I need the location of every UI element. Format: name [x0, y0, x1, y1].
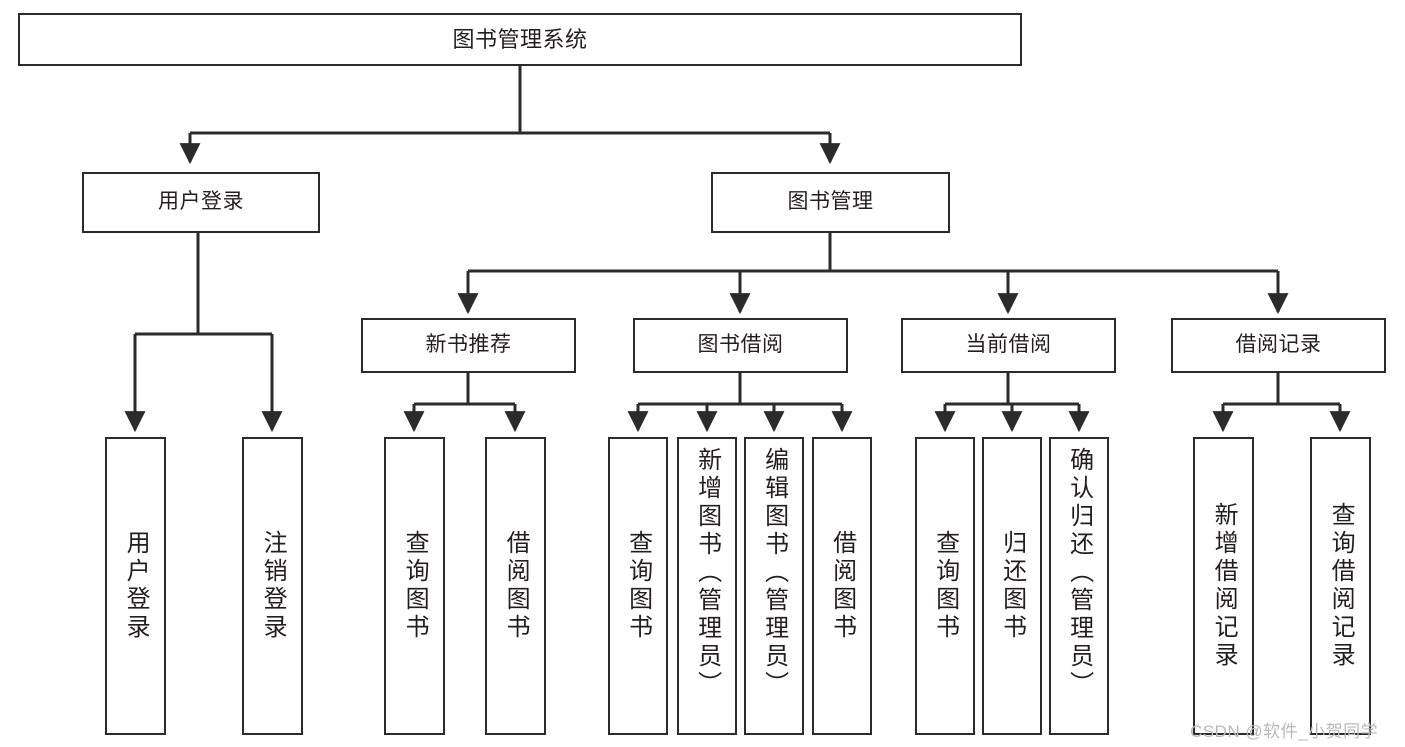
leaf-user-login[interactable]: 用户登录 — [105, 437, 166, 735]
node-label: 查询借阅记录 — [1327, 502, 1355, 670]
node-label: 用户登录 — [122, 530, 150, 642]
leaf-query-book-recommend[interactable]: 查询图书 — [384, 437, 445, 735]
node-label: 新增图书（管理员） — [693, 447, 721, 699]
leaf-query-borrow-record[interactable]: 查询借阅记录 — [1310, 437, 1371, 735]
node-label: 查询图书 — [931, 530, 959, 642]
node-borrow-record[interactable]: 借阅记录 — [1171, 318, 1386, 373]
node-label: 图书管理 — [787, 190, 874, 214]
leaf-return-book[interactable]: 归还图书 — [982, 437, 1042, 735]
node-book-management[interactable]: 图书管理 — [711, 172, 950, 233]
node-label: 归还图书 — [998, 530, 1026, 642]
leaf-add-book-admin[interactable]: 新增图书（管理员） — [677, 437, 737, 735]
node-label: 用户登录 — [158, 190, 244, 214]
node-label: 借阅记录 — [1235, 333, 1322, 357]
node-label: 注销登录 — [259, 530, 287, 642]
node-label: 编辑图书（管理员） — [760, 447, 788, 699]
node-book-borrow[interactable]: 图书借阅 — [633, 318, 848, 373]
leaf-query-book-current[interactable]: 查询图书 — [915, 437, 975, 735]
node-label: 借阅图书 — [828, 530, 856, 642]
node-label: 新增借阅记录 — [1210, 502, 1238, 670]
csdn-watermark: CSDN @软件_小贺同学 — [1190, 722, 1379, 741]
leaf-confirm-return-admin[interactable]: 确认归还（管理员） — [1049, 437, 1109, 735]
node-label: 当前借阅 — [965, 333, 1052, 357]
node-label: 查询图书 — [401, 530, 429, 642]
node-new-book-recommend[interactable]: 新书推荐 — [361, 318, 576, 373]
node-current-borrow[interactable]: 当前借阅 — [901, 318, 1116, 373]
leaf-query-book-borrow[interactable]: 查询图书 — [608, 437, 668, 735]
node-root-system[interactable]: 图书管理系统 — [18, 13, 1022, 66]
node-label: 图书管理系统 — [452, 26, 588, 52]
node-label: 查询图书 — [624, 530, 652, 642]
node-label: 确认归还（管理员） — [1065, 447, 1093, 699]
node-label: 图书借阅 — [697, 333, 784, 357]
node-label: 新书推荐 — [425, 333, 512, 357]
leaf-add-borrow-record[interactable]: 新增借阅记录 — [1193, 437, 1254, 735]
leaf-borrow-book-recommend[interactable]: 借阅图书 — [485, 437, 546, 735]
leaf-logout-login[interactable]: 注销登录 — [242, 437, 303, 735]
node-user-login[interactable]: 用户登录 — [82, 172, 320, 233]
leaf-edit-book-admin[interactable]: 编辑图书（管理员） — [744, 437, 804, 735]
node-label: 借阅图书 — [502, 530, 530, 642]
leaf-borrow-book[interactable]: 借阅图书 — [812, 437, 872, 735]
